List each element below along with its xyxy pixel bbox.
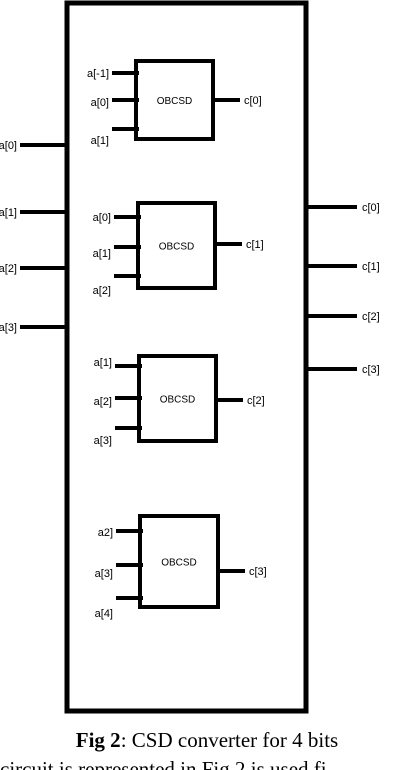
csd-converter-diagram: a[0] a[1] a[2] a[3] c[0] c[1] c[2] c[3] OBCSD a… [0, 0, 380, 714]
outer-output-label: c[2] [362, 311, 380, 323]
obcsd-block: OBCSD a[1] a[2] a[3] c[2] [94, 354, 265, 447]
outer-output-label: c[3] [362, 364, 380, 376]
obcsd-block: OBCSD a[0] a[1] a[2] c[1] [93, 201, 264, 297]
block-input-label: a2] [98, 527, 113, 539]
caption-text: : CSD converter for 4 bits [120, 728, 339, 752]
block-input-label: a[3] [94, 435, 112, 447]
block-input-label: a[-1] [87, 68, 109, 80]
block-input-label: a[2] [94, 396, 112, 408]
block-input-label: a[0] [93, 212, 111, 224]
figure-caption: Fig 2: CSD converter for 4 bits [0, 728, 414, 753]
obcsd-block: OBCSD a2] a[3] a[4] c[3] [95, 514, 267, 620]
outer-input-label: a[3] [0, 322, 17, 334]
outer-output-label: c[1] [362, 261, 380, 273]
obcsd-box [138, 514, 220, 609]
block-input-label: a[1] [94, 357, 112, 369]
block-output-label: c[3] [249, 566, 267, 578]
caption-prefix: Fig 2 [75, 728, 121, 752]
block-output-label: c[0] [244, 95, 262, 107]
block-input-label: a[0] [91, 97, 109, 109]
outer-input-label: a[2] [0, 263, 17, 275]
block-output-label: c[2] [247, 395, 265, 407]
obcsd-label: OBCSD [161, 558, 197, 569]
outer-input-label: a[1] [0, 207, 17, 219]
block-input-label: a[4] [95, 608, 113, 620]
outer-input-label: a[0] [0, 140, 17, 152]
trailing-text: circuit is represented in Fig.2 is used … [0, 757, 327, 770]
obcsd-label: OBCSD [157, 96, 193, 107]
obcsd-label: OBCSD [160, 395, 196, 406]
outer-container [64, 0, 309, 714]
block-input-label: a[3] [95, 568, 113, 580]
block-input-label: a[1] [91, 135, 109, 147]
outer-output-label: c[0] [362, 202, 380, 214]
block-input-label: a[2] [93, 285, 111, 297]
obcsd-label: OBCSD [159, 242, 195, 253]
block-input-label: a[1] [93, 248, 111, 260]
block-output-label: c[1] [246, 239, 264, 251]
obcsd-block: OBCSD a[-1] a[0] a[1] c[0] [87, 59, 262, 147]
